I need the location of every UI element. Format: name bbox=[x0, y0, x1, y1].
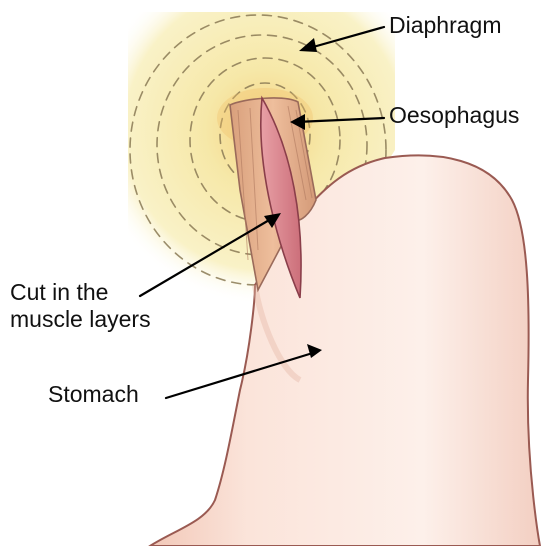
cut-label-line2: muscle layers bbox=[10, 306, 151, 333]
cut-label-line1: Cut in the bbox=[10, 279, 151, 306]
cut-label: Cut in the muscle layers bbox=[10, 279, 151, 333]
oesophagus-label: Oesophagus bbox=[389, 102, 519, 129]
diaphragm-label: Diaphragm bbox=[389, 12, 502, 39]
stomach-label: Stomach bbox=[48, 381, 139, 408]
